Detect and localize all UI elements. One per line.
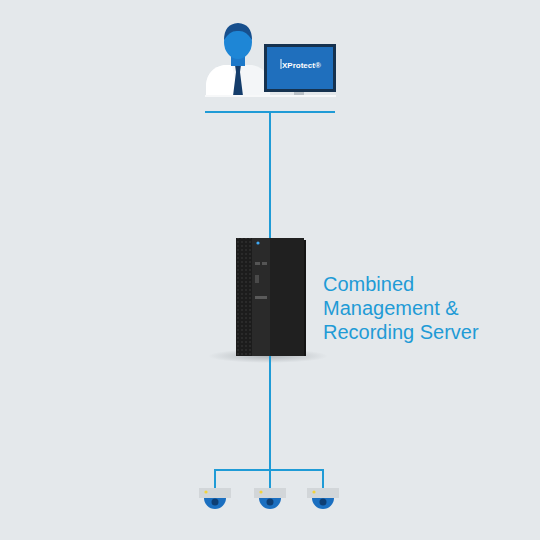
camera-led (312, 490, 315, 493)
shoulder (206, 65, 238, 96)
camera-base (254, 488, 286, 498)
product-name: XProtect® (282, 61, 342, 71)
camera-lens (320, 499, 327, 506)
camera-dome (259, 498, 281, 509)
camera-led (204, 490, 207, 493)
operator-figure (206, 23, 270, 96)
drive-slot (255, 296, 267, 299)
wire (214, 469, 216, 488)
camera-base (307, 488, 339, 498)
port (262, 262, 267, 265)
camera-wiring (215, 356, 323, 488)
server-tower (236, 238, 306, 356)
server-node: Combined Management & Recording Server (236, 238, 304, 356)
server-vent (236, 238, 252, 356)
tie (233, 65, 243, 96)
logo-bar (281, 59, 282, 69)
hair (224, 23, 252, 40)
power-light (256, 241, 259, 244)
network-link (269, 112, 271, 238)
dome-camera (254, 488, 286, 509)
dome-camera (307, 488, 339, 509)
cameras (199, 488, 339, 509)
camera-led (259, 490, 262, 493)
desk-line (205, 95, 336, 97)
server-body (236, 238, 304, 356)
monitor-stand (294, 92, 304, 96)
neck (231, 56, 245, 66)
server-label: Combined Management & Recording Server (323, 272, 501, 344)
head (224, 25, 252, 59)
port (255, 275, 259, 283)
camera-base (199, 488, 231, 498)
port (255, 262, 260, 265)
workstation-node: XProtect® (205, 20, 335, 112)
wire (215, 469, 323, 471)
server-shadow (208, 349, 328, 363)
server-edge (304, 240, 306, 356)
camera-dome (204, 498, 226, 509)
camera-lens (212, 499, 219, 506)
shirt (206, 65, 270, 96)
wire (322, 469, 324, 488)
camera-lens (267, 499, 274, 506)
server-front (252, 238, 270, 356)
camera-dome (312, 498, 334, 509)
wire (269, 356, 271, 488)
dome-camera (199, 488, 231, 509)
network-bar (205, 111, 335, 113)
